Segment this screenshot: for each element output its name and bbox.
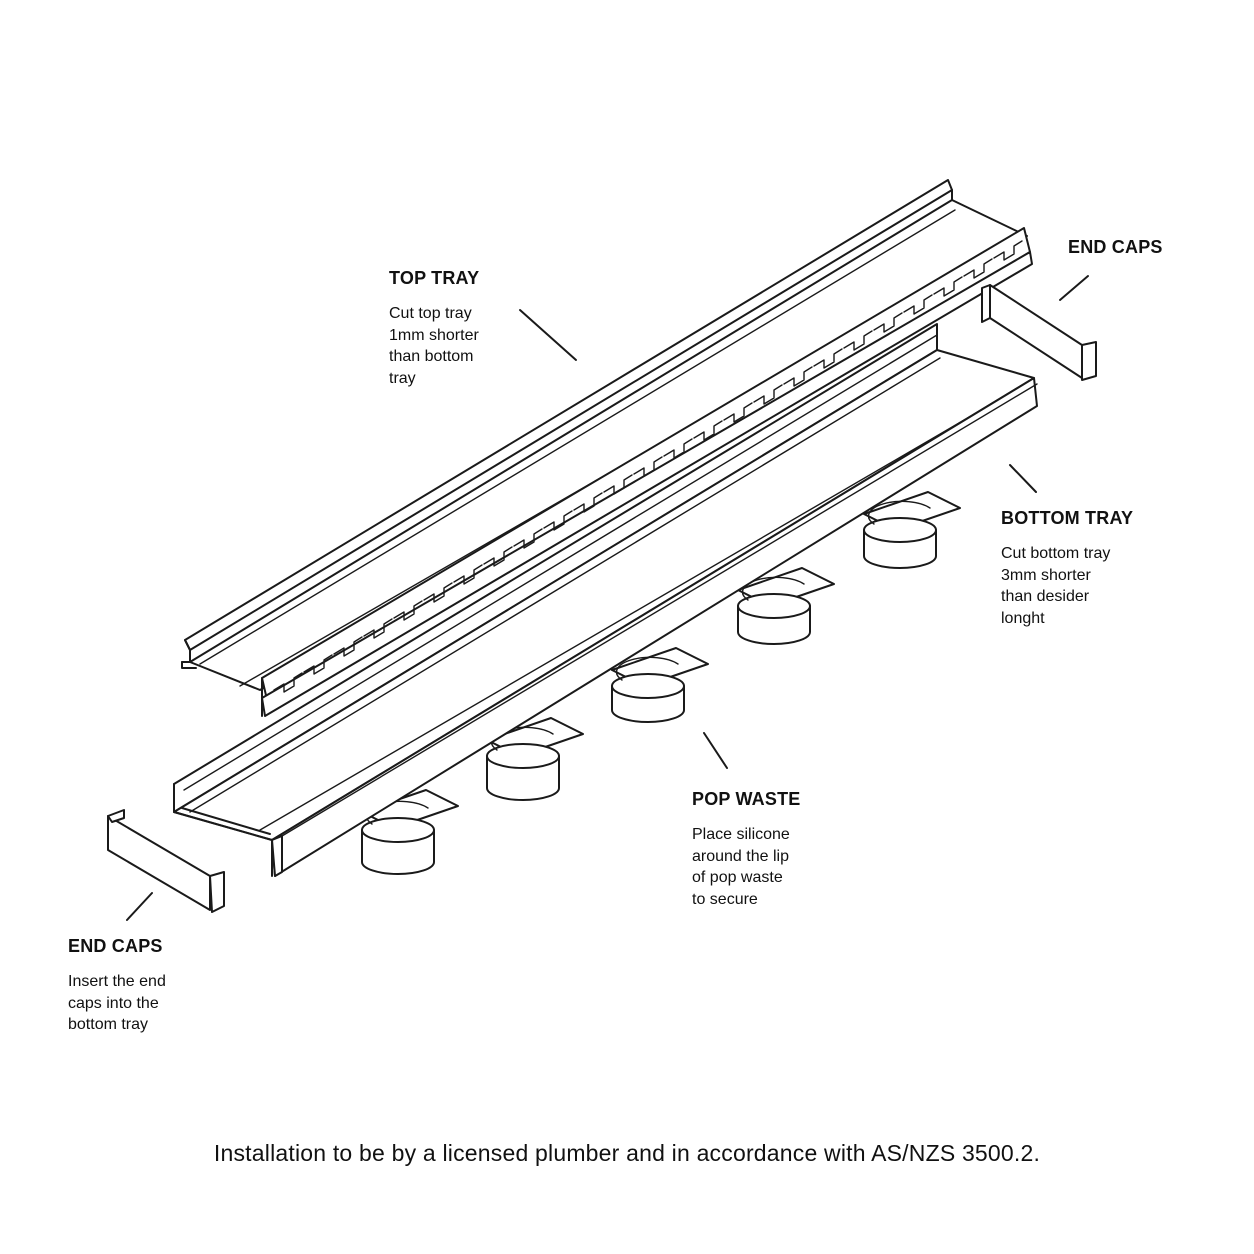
- pop-waste-2: [486, 717, 584, 801]
- end-caps-left-title: END CAPS: [68, 936, 163, 956]
- leader-end-caps-left: [126, 892, 153, 921]
- bottom-tray-description: Cut bottom tray 3mm shorter than desider…: [1001, 545, 1111, 627]
- leader-bottom-tray: [1009, 464, 1037, 493]
- bottom-tray-label: BOTTOM TRAY Cut bottom tray 3mm shorter …: [1001, 508, 1133, 629]
- pop-waste-4: [737, 567, 835, 645]
- end-caps-right-label: END CAPS: [1068, 237, 1163, 272]
- end-caps-left-description: Insert the end caps into the bottom tray: [68, 973, 166, 1033]
- leader-pop-waste: [703, 732, 728, 769]
- end-cap-left: [107, 809, 225, 913]
- pop-waste-1: [361, 789, 459, 875]
- top-tray-title: TOP TRAY: [389, 268, 480, 288]
- end-caps-left-label: END CAPS Insert the end caps into the bo…: [68, 936, 166, 1036]
- top-tray-description: Cut top tray 1mm shorter than bottom tra…: [389, 305, 479, 387]
- pop-waste-label: POP WASTE Place silicone around the lip …: [692, 789, 801, 910]
- top-tray: [181, 179, 1033, 717]
- leader-top-tray: [519, 309, 577, 361]
- top-tray-label: TOP TRAY Cut top tray 1mm shorter than b…: [389, 268, 479, 389]
- bottom-tray-title: BOTTOM TRAY: [1001, 508, 1134, 528]
- bottom-tray: [173, 323, 1038, 877]
- end-cap-right: [981, 284, 1097, 381]
- end-caps-right-title: END CAPS: [1068, 237, 1163, 257]
- pop-waste-title: POP WASTE: [692, 789, 801, 809]
- leader-end-caps-right: [1059, 275, 1089, 301]
- pop-waste-description: Place silicone around the lip of pop was…: [692, 826, 790, 908]
- footer-note: Installation to be by a licensed plumber…: [213, 1140, 1041, 1166]
- pop-waste-5: [863, 491, 961, 569]
- pop-waste-3: [611, 647, 709, 723]
